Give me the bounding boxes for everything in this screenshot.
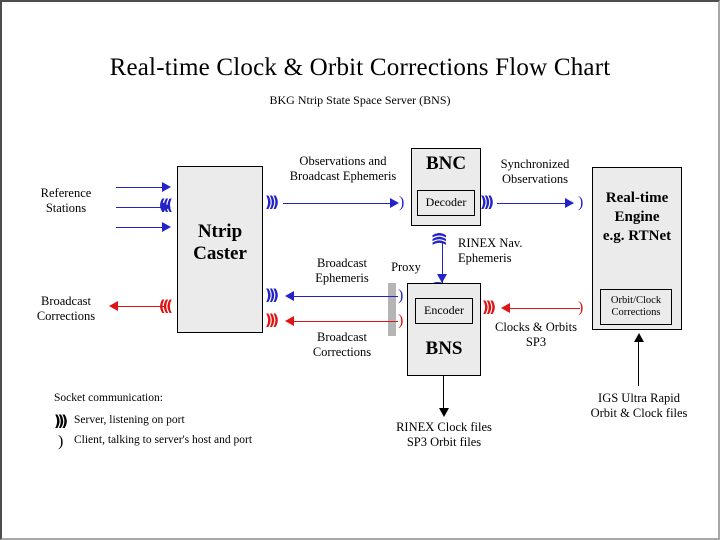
clocks-orbits-line2: SP3 bbox=[525, 334, 547, 349]
client-socket-icon-bns-west-eph: ) bbox=[398, 287, 404, 304]
clocks-orbits-line1: Clocks & Orbits bbox=[495, 320, 577, 334]
server-socket-icon-legend: ))) bbox=[54, 412, 68, 430]
server-socket-icon-bns-east: ))) bbox=[482, 298, 496, 316]
ref-station-line-1 bbox=[116, 187, 166, 188]
igs-ultra-rapid-arrowhead bbox=[634, 333, 644, 342]
observations-flow-line bbox=[283, 203, 394, 204]
server-socket-icon-bnc-south: ))) bbox=[429, 235, 448, 246]
rinex-nav-line1: RINEX Nav. bbox=[458, 236, 523, 250]
igs-ultra-rapid-line2: Orbit & Clock files bbox=[590, 405, 688, 420]
clocks-orbits-arrowhead bbox=[501, 303, 510, 313]
sync-obs-line1: Synchronized bbox=[500, 157, 570, 171]
label-proxy: Proxy bbox=[391, 260, 421, 274]
reference-stations-line2: Stations bbox=[45, 200, 87, 215]
bcast-eph-line2: Ephemeris bbox=[315, 270, 369, 285]
ntrip-caster-line2: Caster bbox=[193, 243, 247, 264]
rinex-nav-ephemeris-arrowhead bbox=[437, 274, 447, 283]
rinex-nav-line2: Ephemeris bbox=[458, 250, 512, 265]
ref-station-arrowhead-3 bbox=[162, 222, 171, 232]
synchronized-observations-arrowhead bbox=[565, 198, 574, 208]
synchronized-observations-line bbox=[497, 203, 573, 204]
legend-server-text: Server, listening on port bbox=[74, 414, 185, 426]
client-socket-icon-bns-west-corr: ) bbox=[398, 312, 404, 329]
label-broadcast-corrections-in: Broadcast Corrections bbox=[292, 330, 392, 360]
node-bns[interactable]: BNS bbox=[407, 283, 481, 376]
bnc-label: BNC bbox=[425, 153, 467, 174]
server-socket-icon-bnc-east: ))) bbox=[480, 193, 494, 211]
server-socket-icon-caster-east-obs: ))) bbox=[265, 193, 279, 211]
node-orbit-clock-corrections[interactable]: Orbit/Clock Corrections bbox=[600, 289, 672, 325]
igs-ultra-rapid-line1: IGS Ultra Rapid bbox=[598, 391, 680, 405]
ntrip-caster-label: Ntrip Caster bbox=[178, 221, 262, 265]
broadcast-ephemeris-line bbox=[294, 296, 398, 297]
rt-engine-line3: e.g. RTNet bbox=[602, 227, 672, 244]
client-socket-icon-rtengine-west-obs: ) bbox=[578, 194, 584, 211]
reference-stations-line1: Reference bbox=[40, 186, 92, 200]
broadcast-ephemeris-arrowhead bbox=[285, 291, 294, 301]
server-socket-icon-caster-west-in: ))) bbox=[162, 196, 173, 214]
label-broadcast-ephemeris: Broadcast Ephemeris bbox=[292, 256, 392, 286]
rinex-clock-files-line bbox=[443, 376, 444, 412]
broadcast-corrections-out-line bbox=[118, 306, 166, 307]
client-socket-icon-bnc-west: ) bbox=[399, 194, 405, 211]
ref-station-line-3 bbox=[116, 227, 166, 228]
obs-eph-line2: Broadcast Ephemeris bbox=[289, 168, 397, 183]
obs-eph-line1: Observations and bbox=[299, 154, 387, 168]
ref-station-arrowhead-1 bbox=[162, 182, 171, 192]
orbit-clock-line2: Corrections bbox=[611, 307, 661, 318]
clocks-orbits-line bbox=[510, 308, 580, 309]
label-observations-and-ephemeris: Observations and Broadcast Ephemeris bbox=[268, 154, 418, 184]
orbit-clock-line1: Orbit/Clock bbox=[610, 295, 662, 307]
broadcast-corrections-in-arrowhead bbox=[285, 316, 294, 326]
legend-client-text: Client, talking to server's host and por… bbox=[74, 434, 253, 446]
label-clocks-and-orbits: Clocks & Orbits SP3 bbox=[478, 320, 594, 350]
node-bnc-decoder[interactable]: Decoder bbox=[417, 190, 475, 216]
bcast-eph-line1: Broadcast bbox=[317, 256, 367, 270]
label-rinex-clock-files: RINEX Clock files SP3 Orbit files bbox=[373, 420, 515, 450]
server-socket-icon-caster-east-eph: ))) bbox=[265, 286, 279, 304]
rinex-clock-files-line1: RINEX Clock files bbox=[396, 420, 492, 434]
label-broadcast-corrections-out: Broadcast Corrections bbox=[16, 294, 116, 324]
ref-station-arrowhead-2 bbox=[162, 202, 171, 212]
legend-title: Socket communication: bbox=[54, 392, 163, 404]
page-subtitle: BKG Ntrip State Space Server (BNS) bbox=[269, 93, 451, 107]
rt-engine-line1: Real-time bbox=[605, 190, 669, 206]
label-synchronized-observations: Synchronized Observations bbox=[480, 157, 590, 187]
label-igs-ultra-rapid: IGS Ultra Rapid Orbit & Clock files bbox=[568, 391, 710, 421]
server-socket-icon-caster-west-out: ))) bbox=[162, 297, 173, 315]
observations-flow-arrowhead bbox=[390, 198, 399, 208]
igs-ultra-rapid-line bbox=[638, 342, 639, 386]
client-socket-icon-rtengine-west-corr: ) bbox=[578, 299, 584, 316]
realtime-engine-label: Real-time Engine e.g. RTNet bbox=[593, 189, 681, 245]
page-title: Real-time Clock & Orbit Corrections Flow… bbox=[109, 54, 611, 81]
bns-label: BNS bbox=[425, 338, 463, 359]
label-rinex-nav-ephemeris: RINEX Nav. Ephemeris bbox=[458, 236, 554, 266]
bcast-corr-line2: Corrections bbox=[312, 344, 372, 359]
broadcast-corrections-out-arrowhead bbox=[109, 301, 118, 311]
node-ntrip-caster[interactable]: Ntrip Caster bbox=[177, 166, 263, 333]
server-socket-icon-caster-east-corr: ))) bbox=[265, 311, 279, 329]
rinex-nav-ephemeris-line bbox=[442, 242, 443, 284]
ref-station-line-2 bbox=[116, 207, 166, 208]
node-bns-encoder[interactable]: Encoder bbox=[415, 298, 473, 324]
rt-engine-line2: Engine bbox=[614, 208, 660, 225]
client-socket-icon-legend: ) bbox=[58, 433, 64, 450]
label-reference-stations: Reference Stations bbox=[16, 186, 116, 216]
sync-obs-line2: Observations bbox=[502, 171, 568, 186]
proxy-bar-vertical bbox=[388, 283, 396, 336]
bcast-corr-line1: Broadcast bbox=[317, 330, 367, 344]
rinex-clock-files-line2: SP3 Orbit files bbox=[406, 434, 482, 449]
ntrip-caster-line1: Ntrip bbox=[197, 221, 243, 242]
bc-out-line2: Corrections bbox=[36, 308, 96, 323]
broadcast-corrections-in-line bbox=[294, 321, 398, 322]
rinex-clock-files-arrowhead bbox=[439, 408, 449, 417]
bc-out-line1: Broadcast bbox=[41, 294, 91, 308]
